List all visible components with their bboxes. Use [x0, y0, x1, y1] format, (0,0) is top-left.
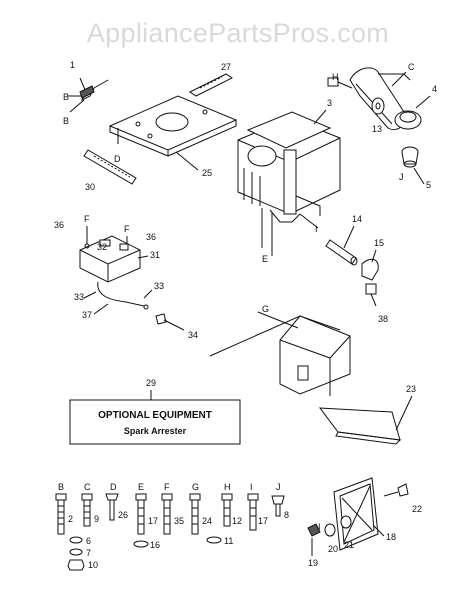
label-33b: 33: [154, 281, 164, 291]
row-letter-j: J: [276, 482, 281, 492]
letter-d: D: [114, 154, 121, 164]
part-h-bolt: [327, 77, 353, 89]
part-5-cap: [401, 146, 419, 168]
letter-g: G: [262, 304, 269, 314]
part-15-elbow: [361, 258, 379, 281]
letter-f1: F: [84, 214, 90, 224]
optional-equipment-box: [69, 399, 241, 445]
label-22: 22: [412, 504, 422, 514]
row-letter-g: G: [192, 482, 199, 492]
letter-b2: B: [63, 116, 69, 126]
label-4: 4: [432, 84, 437, 94]
letter-e: E: [262, 254, 268, 264]
letter-h: H: [332, 72, 339, 82]
part-30-strip: [83, 149, 137, 185]
label-26: 26: [118, 510, 128, 520]
part-31-box: [79, 235, 141, 283]
label-9: 9: [94, 514, 99, 524]
label-36a: 36: [54, 220, 64, 230]
part-4-muffler: [349, 67, 422, 130]
label-1: 1: [70, 60, 75, 70]
letter-c: C: [408, 62, 415, 72]
letter-b1: B: [63, 92, 69, 102]
part-20-washer: [324, 523, 336, 537]
label-32: 32: [97, 242, 107, 252]
label-27: 27: [221, 62, 231, 72]
label-20: 20: [328, 544, 338, 554]
label-24: 24: [202, 516, 212, 526]
part-22-bolt: [383, 483, 409, 497]
label-17b: 17: [258, 516, 268, 526]
part-14-pipe: [325, 239, 358, 266]
row-letter-b: B: [58, 482, 64, 492]
label-5: 5: [426, 180, 431, 190]
part-34-bolt: [155, 313, 185, 331]
label-18: 18: [386, 532, 396, 542]
label-12: 12: [232, 516, 242, 526]
label-19: 19: [308, 558, 318, 568]
label-31: 31: [150, 250, 160, 260]
label-16: 16: [150, 540, 160, 550]
part-1-bracket: [68, 77, 109, 113]
label-11: 11: [224, 536, 233, 546]
row-letter-e: E: [138, 482, 144, 492]
watermark: AppliancePartsPros.com: [86, 18, 390, 48]
label-29: 29: [146, 378, 156, 388]
part-21-spacer: [340, 515, 352, 529]
part-3-engine: [237, 111, 341, 256]
part-38-fitting: [365, 283, 377, 307]
letter-f2: F: [124, 224, 130, 234]
part-23-shield: [318, 395, 413, 445]
label-35: 35: [174, 516, 184, 526]
part-13-gasket: [371, 97, 385, 115]
label-15: 15: [374, 238, 384, 248]
part-37-wire: [97, 281, 149, 310]
label-21: 21: [344, 540, 354, 550]
part-27-strip: [189, 73, 233, 97]
row-letter-i: I: [250, 482, 253, 492]
label-38: 38: [378, 314, 388, 324]
chassis-frame: [209, 311, 351, 396]
label-33a: 33: [74, 292, 84, 302]
label-17a: 17: [148, 516, 158, 526]
letter-i2: I: [318, 522, 321, 532]
label-25: 25: [202, 168, 212, 178]
part-18-bracket: [333, 477, 379, 551]
label-36b: 36: [146, 232, 156, 242]
label-6: 6: [86, 536, 91, 546]
part-25-mounting-plate: [108, 95, 238, 157]
optional-equipment-title: OPTIONAL EQUIPMENT: [98, 410, 212, 421]
hardware-row: B 2 C 9 6 7 10 D 26 E 17 16 F 35: [55, 482, 289, 571]
label-37: 37: [82, 310, 92, 320]
label-34: 34: [188, 330, 198, 340]
label-2: 2: [68, 514, 73, 524]
letter-i1: I: [315, 224, 318, 234]
spark-arrester-label: Spark Arrester: [124, 426, 187, 436]
row-letter-f: F: [164, 482, 170, 492]
row-letter-h: H: [224, 482, 231, 492]
label-7: 7: [86, 548, 91, 558]
row-letter-d: D: [110, 482, 117, 492]
part-19-nut: [307, 523, 321, 537]
row-letter-c: C: [84, 482, 91, 492]
label-30: 30: [85, 182, 95, 192]
label-13: 13: [372, 124, 382, 134]
label-14: 14: [352, 214, 362, 224]
label-3: 3: [327, 98, 332, 108]
label-10: 10: [88, 560, 98, 570]
label-8: 8: [284, 510, 289, 520]
label-23: 23: [406, 384, 416, 394]
letter-j: J: [399, 172, 404, 182]
